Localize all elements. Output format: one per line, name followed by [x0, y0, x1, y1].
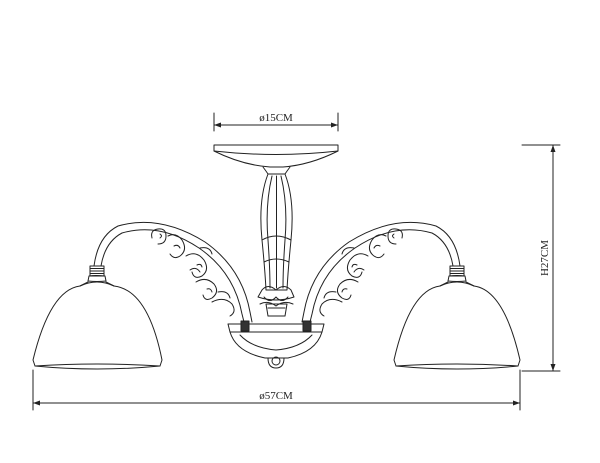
- canopy-diameter-dimension: ø15CM: [213, 112, 339, 132]
- left-lamp-shade: [32, 265, 163, 370]
- canopy-diameter-label: ø15CM: [259, 112, 293, 124]
- ceiling-canopy: [213, 144, 339, 175]
- central-stem: [257, 173, 295, 317]
- height-label: H27CM: [539, 240, 551, 276]
- left-arm: [93, 221, 253, 323]
- right-arm: [301, 221, 461, 323]
- right-lamp-shade: [393, 265, 521, 370]
- total-diameter-label: ø57CM: [259, 390, 293, 402]
- central-bowl: [227, 320, 325, 369]
- height-dimension: H27CM: [521, 144, 561, 372]
- total-diameter-dimension: ø57CM: [32, 369, 521, 411]
